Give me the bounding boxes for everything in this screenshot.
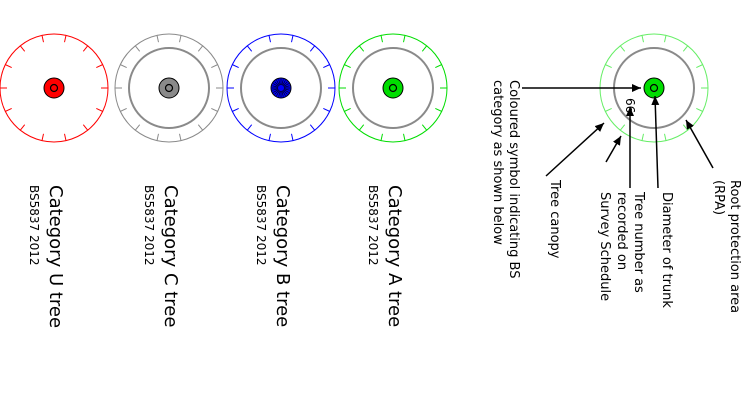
trunk-hatch-line xyxy=(283,85,290,88)
category-u-trunk-inner xyxy=(49,83,59,93)
category-c-trunk xyxy=(158,77,180,99)
category-c-symbol xyxy=(114,33,224,143)
category-a-standard: BS5837 2012 xyxy=(366,185,380,266)
label-tree-number-1: Tree number as xyxy=(631,191,646,293)
category-b-canopy xyxy=(226,33,336,143)
category-u-trunk xyxy=(43,77,65,99)
trunk-hatch-line xyxy=(272,88,279,91)
category-c-name: Category C tree xyxy=(160,185,181,327)
label-tree-number-3: Survey Schedule xyxy=(597,192,612,301)
label-rpa-line1: Root protection area xyxy=(727,180,742,313)
label-rpa: Root protection area xyxy=(727,180,742,313)
category-b-name: Category B tree xyxy=(272,185,293,327)
category-a-trunk-inner xyxy=(388,83,398,93)
trunk-hatch-line xyxy=(273,89,279,93)
label-symbol-2: category as shown below xyxy=(490,80,505,245)
trunk-hatch-line xyxy=(283,89,289,93)
key-labels: Root protection area (RPA) Diameter of t… xyxy=(490,80,742,313)
trunk-hatch-line xyxy=(276,80,280,86)
category-a-canopy xyxy=(338,33,448,143)
trunk-hatch-line xyxy=(281,90,284,97)
key-trunk xyxy=(643,77,665,99)
key-trunk-inner xyxy=(649,83,659,93)
category-b-standard: BS5837 2012 xyxy=(254,185,268,266)
category-c-canopy xyxy=(114,33,224,143)
trunk-hatch-line xyxy=(283,83,289,87)
arrow-canopy xyxy=(605,135,622,163)
category-c-trunk-inner xyxy=(164,83,174,93)
trunk-hatch-line xyxy=(282,89,288,95)
arrow-trunk xyxy=(651,95,660,189)
category-a-name: Category A tree xyxy=(384,185,405,327)
category-b-trunk-hatching xyxy=(272,79,290,97)
category-labels: Category A tree BS5837 2012 Category B t… xyxy=(27,185,405,328)
category-u-standard: BS5837 2012 xyxy=(27,185,41,266)
trunk-hatch-line xyxy=(272,85,279,88)
trunk-hatch-line xyxy=(282,81,288,87)
trunk-hatch-line xyxy=(274,89,280,95)
category-a-symbol xyxy=(338,33,448,143)
category-a-rpa-circle xyxy=(352,47,434,129)
category-c-standard: BS5837 2012 xyxy=(142,185,156,266)
label-canopy: Tree canopy xyxy=(547,179,562,259)
category-a-trunk xyxy=(382,77,404,99)
trunk-hatch-line xyxy=(278,90,281,97)
trunk-hatch-line xyxy=(278,79,281,86)
trunk-hatch-line xyxy=(276,90,280,96)
category-b-rpa-circle xyxy=(240,47,322,129)
label-tree-number-2: recorded on xyxy=(614,192,629,270)
category-b-symbol xyxy=(226,33,336,143)
trunk-hatch-line xyxy=(281,79,284,86)
label-symbol-1: Coloured symbol indicating BS xyxy=(506,80,521,278)
trunk-hatch-line xyxy=(273,83,279,87)
trunk-hatch-line xyxy=(282,90,286,96)
category-u-name: Category U tree xyxy=(45,185,66,328)
category-u-canopy xyxy=(0,33,109,143)
category-c-rpa-circle xyxy=(128,47,210,129)
trunk-hatch-line xyxy=(283,88,290,91)
category-u-symbol xyxy=(0,33,109,143)
label-rpa-2: (RPA) xyxy=(711,180,726,215)
trunk-hatch-line xyxy=(282,80,286,86)
arrow-canopy-2 xyxy=(545,122,605,177)
trunk-hatch-line xyxy=(274,81,280,87)
arrow-rpa xyxy=(685,119,714,169)
key-arrows xyxy=(522,84,714,189)
label-rpa-line2: (RPA) xyxy=(711,180,726,215)
label-trunk: Diameter of trunk xyxy=(659,192,674,308)
